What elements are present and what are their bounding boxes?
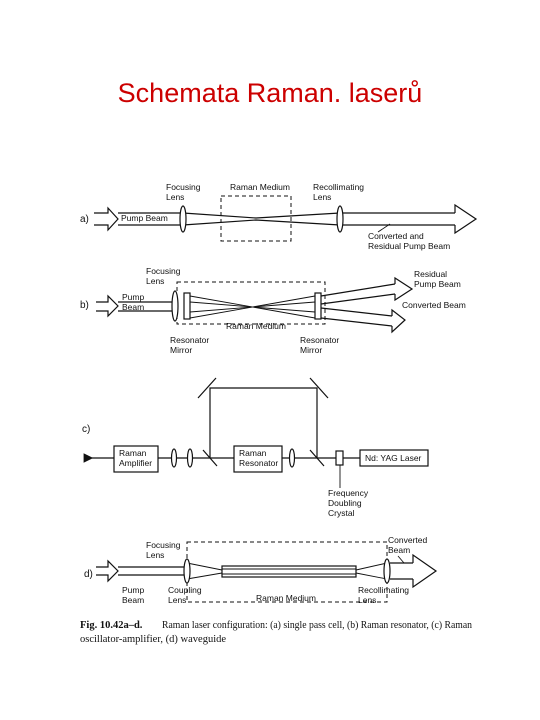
caption-line-2: oscillator-amplifier, (d) waveguide: [80, 634, 226, 645]
a-pump-beam-label: Pump Beam: [121, 213, 168, 223]
b-converted-arrow: [391, 308, 406, 334]
d-recollimating-lens-label-2: Lens: [358, 595, 376, 605]
b-residual-top: [320, 283, 396, 297]
c-mirror-top-left: [197, 377, 217, 399]
c-ndyag-box: [359, 449, 429, 467]
d-coupling-lens-label-2: Lens: [168, 595, 186, 605]
panel-d: d) Focusing Lens Converted Beam Pump Bea…: [84, 535, 438, 605]
c-amp-label-1: Raman: [119, 448, 147, 458]
c-raman-amplifier-box: [113, 445, 159, 473]
a-focusing-lens: [179, 205, 187, 233]
a-beam-top: [118, 212, 455, 219]
d-coupling-lens-label-1: Coupling: [168, 585, 202, 595]
b-mirror-left-label-1: Resonator: [170, 335, 209, 345]
d-pump-beam-label-2: Beam: [122, 595, 144, 605]
a-focusing-lens-label-1: Focusing: [166, 182, 201, 192]
d-diverge-top: [355, 562, 388, 571]
b-converted-bottom: [320, 317, 393, 327]
d-output-arrow: [412, 553, 438, 589]
c-lens-3: [288, 448, 296, 468]
a-output-arrow: [454, 203, 478, 235]
panel-b-tag: b): [80, 300, 89, 311]
panel-a-tag: a): [80, 214, 89, 225]
d-converted-leader: [397, 555, 405, 564]
caption-fig-number: Fig. 10.42a–d.: [80, 620, 143, 631]
a-focusing-lens-label-2: Lens: [166, 192, 184, 202]
d-focusing-lens-label-2: Lens: [146, 550, 164, 560]
a-recollimating-lens-label-1: Recollimating: [313, 182, 364, 192]
d-coupling-lens: [183, 558, 191, 584]
slide-title: Schemata Raman. laserů: [117, 78, 423, 108]
c-crystal-label-1: Frequency: [328, 488, 369, 498]
b-mirror-left-label-2: Mirror: [170, 345, 192, 355]
c-mirror-top-right: [309, 377, 329, 399]
c-raman-resonator-box: [233, 445, 283, 473]
c-doubling-crystal: [335, 450, 344, 466]
c-splitter-left: [202, 449, 218, 467]
a-recollimating-lens: [336, 205, 344, 233]
a-converted-leader: [377, 223, 391, 233]
d-converge-bottom: [186, 572, 223, 580]
a-beam-bottom: [118, 219, 455, 226]
b-pump-beam-label-2: Beam: [122, 302, 144, 312]
a-converted-label-1: Converted and: [368, 231, 424, 241]
b-pump-beam-label-1: Pump: [122, 292, 144, 302]
b-focusing-lens-label-1: Focusing: [146, 266, 181, 276]
figure-caption: Fig. 10.42a–d. Raman laser configuration…: [80, 620, 473, 645]
b-residual-label-1: Residual: [414, 269, 447, 279]
c-crystal-label-2: Doubling: [328, 498, 362, 508]
c-lens-2: [186, 448, 194, 468]
b-residual-arrow: [394, 276, 414, 302]
b-mirror-right-label-2: Mirror: [300, 345, 322, 355]
d-converted-label-2: Beam: [388, 545, 410, 555]
d-converge-top: [186, 562, 223, 571]
panel-d-tag: d): [84, 569, 93, 580]
c-splitter-right: [309, 449, 325, 467]
d-recollimating-lens: [383, 558, 391, 584]
d-pump-beam-label-1: Pump: [122, 585, 144, 595]
d-converted-label-1: Converted: [388, 535, 427, 545]
c-amp-label-2: Amplifier: [119, 458, 152, 468]
a-recollimating-lens-label-2: Lens: [313, 192, 331, 202]
c-ndyag-label: Nd: YAG Laser: [365, 453, 422, 463]
b-input-arrow: [96, 294, 119, 318]
d-raman-medium-label: Raman Medium: [256, 593, 316, 603]
b-converted-label: Converted Beam: [402, 300, 466, 310]
d-input-arrow: [96, 559, 119, 583]
a-input-arrow: [94, 206, 119, 232]
b-raman-medium-label: Raman Medium: [226, 321, 286, 331]
panel-b: b) Focusing Lens Pump Beam Residual Pump…: [80, 266, 466, 355]
b-residual-bottom: [320, 293, 396, 305]
b-converted-top: [320, 307, 393, 317]
c-res-label-1: Raman: [239, 448, 267, 458]
c-crystal-label-3: Crystal: [328, 508, 355, 518]
b-focusing-lens-label-2: Lens: [146, 276, 164, 286]
panel-a: a) Focusing Lens Raman Medium Recollimat…: [80, 182, 478, 251]
c-res-label-2: Resonator: [239, 458, 278, 468]
b-residual-label-2: Pump Beam: [414, 279, 461, 289]
a-raman-cell: [220, 195, 292, 242]
c-beam-loop: [209, 387, 318, 458]
a-converted-label-2: Residual Pump Beam: [368, 241, 450, 251]
b-focusing-lens: [171, 290, 179, 322]
panel-c-tag: c): [82, 424, 90, 435]
d-waveguide: [221, 565, 357, 578]
b-resonator-mirror-left: [183, 292, 191, 320]
b-resonator-mirror-right: [314, 292, 322, 320]
a-raman-medium-label: Raman Medium: [230, 182, 290, 192]
b-beam-cross-4: [189, 301, 316, 313]
b-mirror-right-label-1: Resonator: [300, 335, 339, 345]
d-diverge-bottom: [355, 572, 388, 580]
panel-c: c) Raman Amplifier Raman Resonator Frequ…: [82, 377, 429, 518]
d-focusing-lens-label-1: Focusing: [146, 540, 181, 550]
d-recollimating-lens-label-1: Recollimating: [358, 585, 409, 595]
c-lens-1: [170, 448, 178, 468]
caption-line-1: Raman laser configuration: (a) single pa…: [162, 620, 473, 631]
